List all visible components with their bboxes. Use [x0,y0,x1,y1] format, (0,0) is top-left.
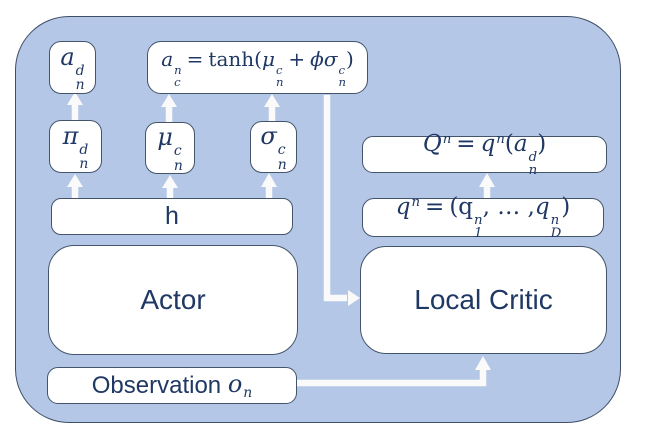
arrowhead-mu-to-tanh [161,94,177,107]
math-sub: n [338,74,346,89]
math-base: q [395,194,411,221]
math-sup: c [173,143,182,160]
math-sup: n [411,194,421,210]
arrowhead-qvec-to-qvalue [479,173,495,187]
math-sub: n [528,163,538,179]
plus-sign: + [288,46,306,71]
arrowhead-h-to-mu [162,175,178,188]
observation-box: Observation on [47,367,297,404]
close-paren: ) [561,194,571,221]
actor-box: Actor [48,245,298,355]
math-base: q [480,131,496,158]
open-paren: ( [449,194,459,221]
observation-variable: on [228,370,252,400]
math-sub: D [550,226,562,242]
math-sub: c [174,74,181,89]
arrowhead-sigma-to-tanh [264,94,280,107]
math-base: σ [260,122,277,151]
close-paren: ) [345,46,354,71]
observation-label: Observation [91,371,222,399]
math-sup: c [275,62,283,77]
math-base: σ [323,46,338,71]
equals-sign: = [425,194,445,221]
phi-symbol: ϕ [310,46,324,71]
hidden-layer-box: h [51,198,293,235]
math-sup: n [496,131,505,147]
math-base: o [227,370,243,399]
math-base: Q [422,131,442,158]
math-base: π [62,121,79,150]
math-sup: n [174,62,182,77]
arrow-tanh-to-critic [323,95,347,302]
math-sup: d [79,141,89,158]
math-sup: n [474,212,483,228]
arrowhead-h-to-sigma [261,173,277,187]
local-critic-box: Local Critic [360,246,607,354]
math-sup: d [528,149,538,165]
hidden-layer-label: h [165,202,179,230]
arrowhead-h-to-pi [67,174,83,187]
actor-label: Actor [140,284,206,315]
ellipsis: , … , [482,194,535,221]
math-sup: n [442,131,452,147]
math-base: μ [157,123,173,152]
math-sub: n [243,384,253,401]
math-base: a [161,46,174,71]
math-sub: n [275,74,284,89]
open-paren: ( [504,131,514,158]
math-base: a [513,131,528,158]
local-critic-label: Local Critic [414,284,553,315]
arrowhead-pi-to-action [67,92,83,105]
math-sup: d [75,62,85,79]
math-sub: n [79,156,89,172]
math-sup: c [277,142,286,159]
math-sub: n [75,77,85,93]
math-sub: n [277,156,287,173]
math-sup: n [550,212,560,228]
math-base: a [60,42,75,71]
equals-sign: = [456,131,476,158]
math-base: μ [261,46,275,71]
math-sub: n [173,157,183,174]
tanh-operator: tanh( [208,46,262,71]
arrowhead-observation-to-critic [475,356,491,370]
math-base: q [458,194,474,221]
arrow-observation-to-critic [296,369,487,387]
close-paren: ) [537,131,547,158]
math-base: q [534,194,550,221]
math-sub: 1 [474,226,483,242]
math-sup: c [338,62,345,77]
equals-sign: = [186,46,204,71]
arrowhead-tanh-to-critic [348,290,360,306]
